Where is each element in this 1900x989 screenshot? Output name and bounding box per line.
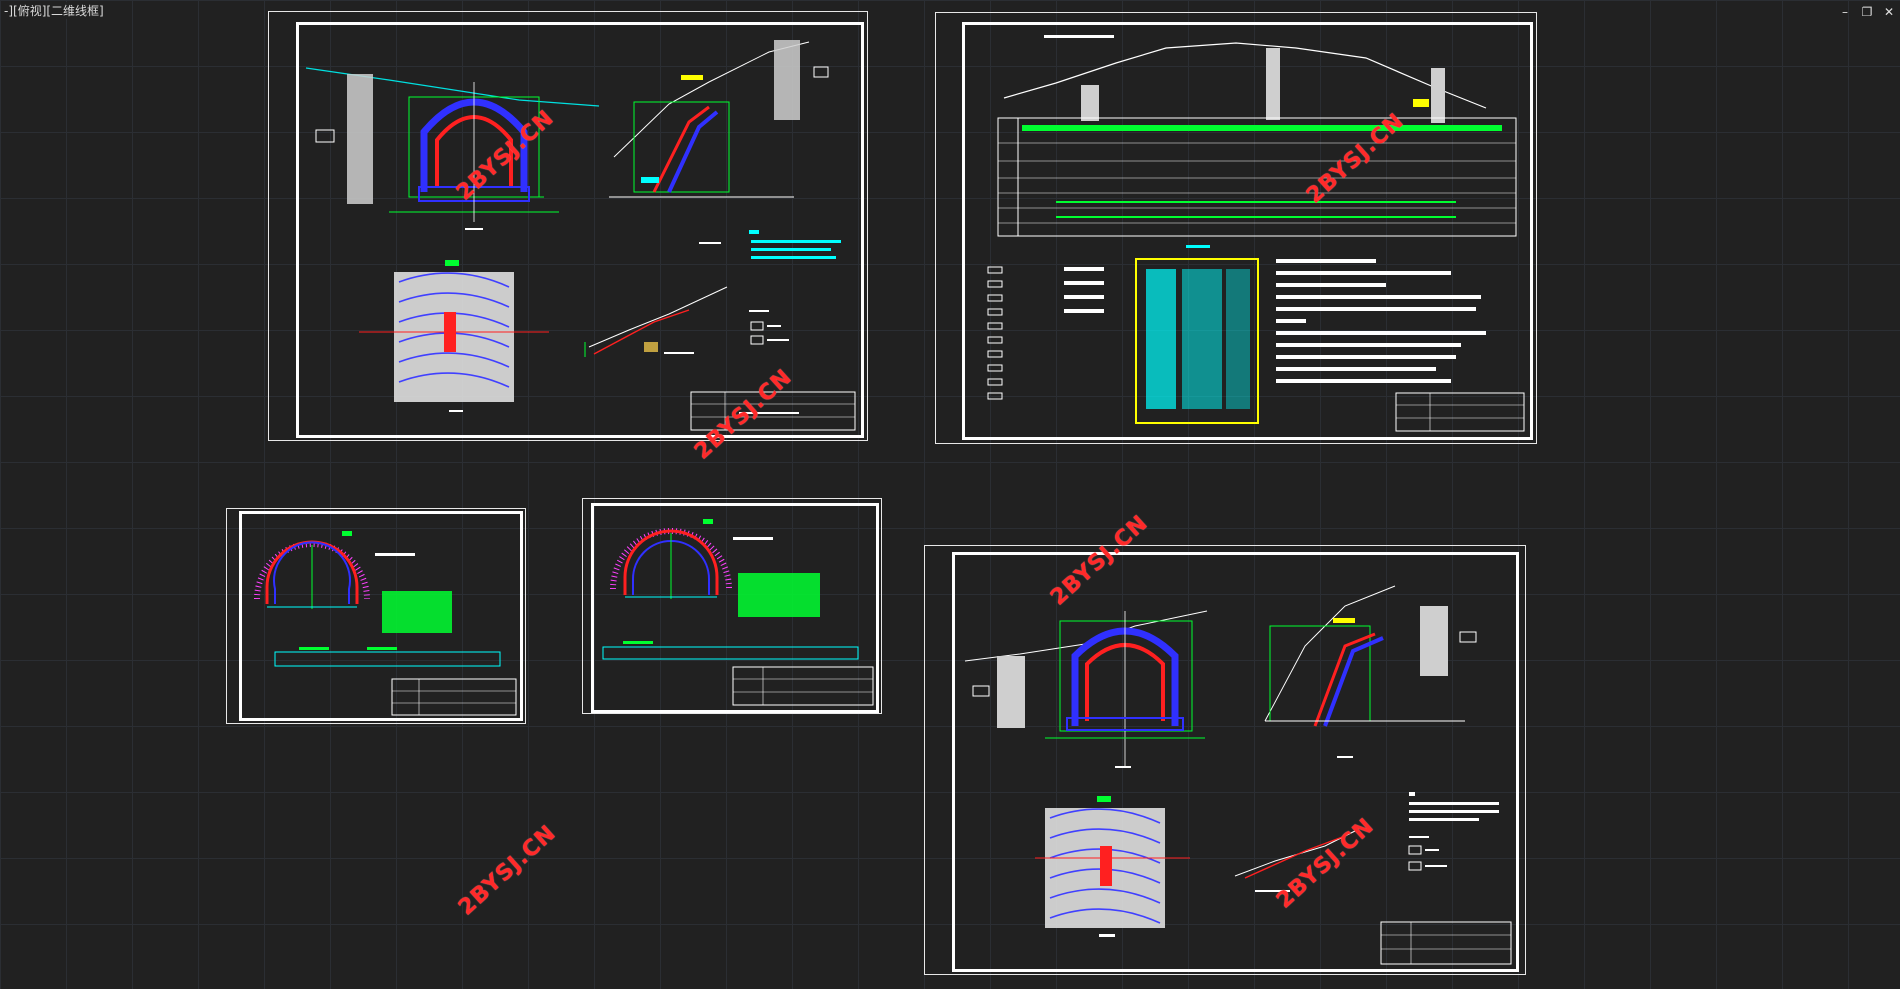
drawing-sheet-lining-2[interactable] xyxy=(582,498,882,714)
sheet-inner-frame xyxy=(239,511,523,721)
drawing-sheet-portal-1[interactable] xyxy=(268,11,868,441)
viewport-controls-label[interactable]: -][俯视][二维线框] xyxy=(2,2,106,19)
drawing-sheet-profile[interactable] xyxy=(935,12,1537,444)
profile-drawing xyxy=(987,35,1525,432)
drawing-sheet-lining-1[interactable] xyxy=(226,508,526,724)
close-icon[interactable]: ✕ xyxy=(1883,5,1895,19)
lining-drawing-1 xyxy=(254,531,517,716)
sheet-inner-frame xyxy=(952,552,1519,972)
portal-drawing-1 xyxy=(305,40,856,431)
drawing-sheet-portal-2[interactable] xyxy=(924,545,1526,975)
sheet-inner-frame xyxy=(962,22,1533,440)
lining-drawing-2 xyxy=(602,519,874,706)
restore-icon[interactable]: ❐ xyxy=(1861,5,1873,19)
portal-drawing-2 xyxy=(964,585,1512,965)
sheet-inner-frame xyxy=(591,503,879,713)
watermark-text: 2BYSJ.CN xyxy=(454,820,562,921)
window-controls: – ❐ ✕ xyxy=(1838,6,1896,20)
sheet-inner-frame xyxy=(296,22,864,438)
minimize-icon[interactable]: – xyxy=(1842,5,1848,19)
